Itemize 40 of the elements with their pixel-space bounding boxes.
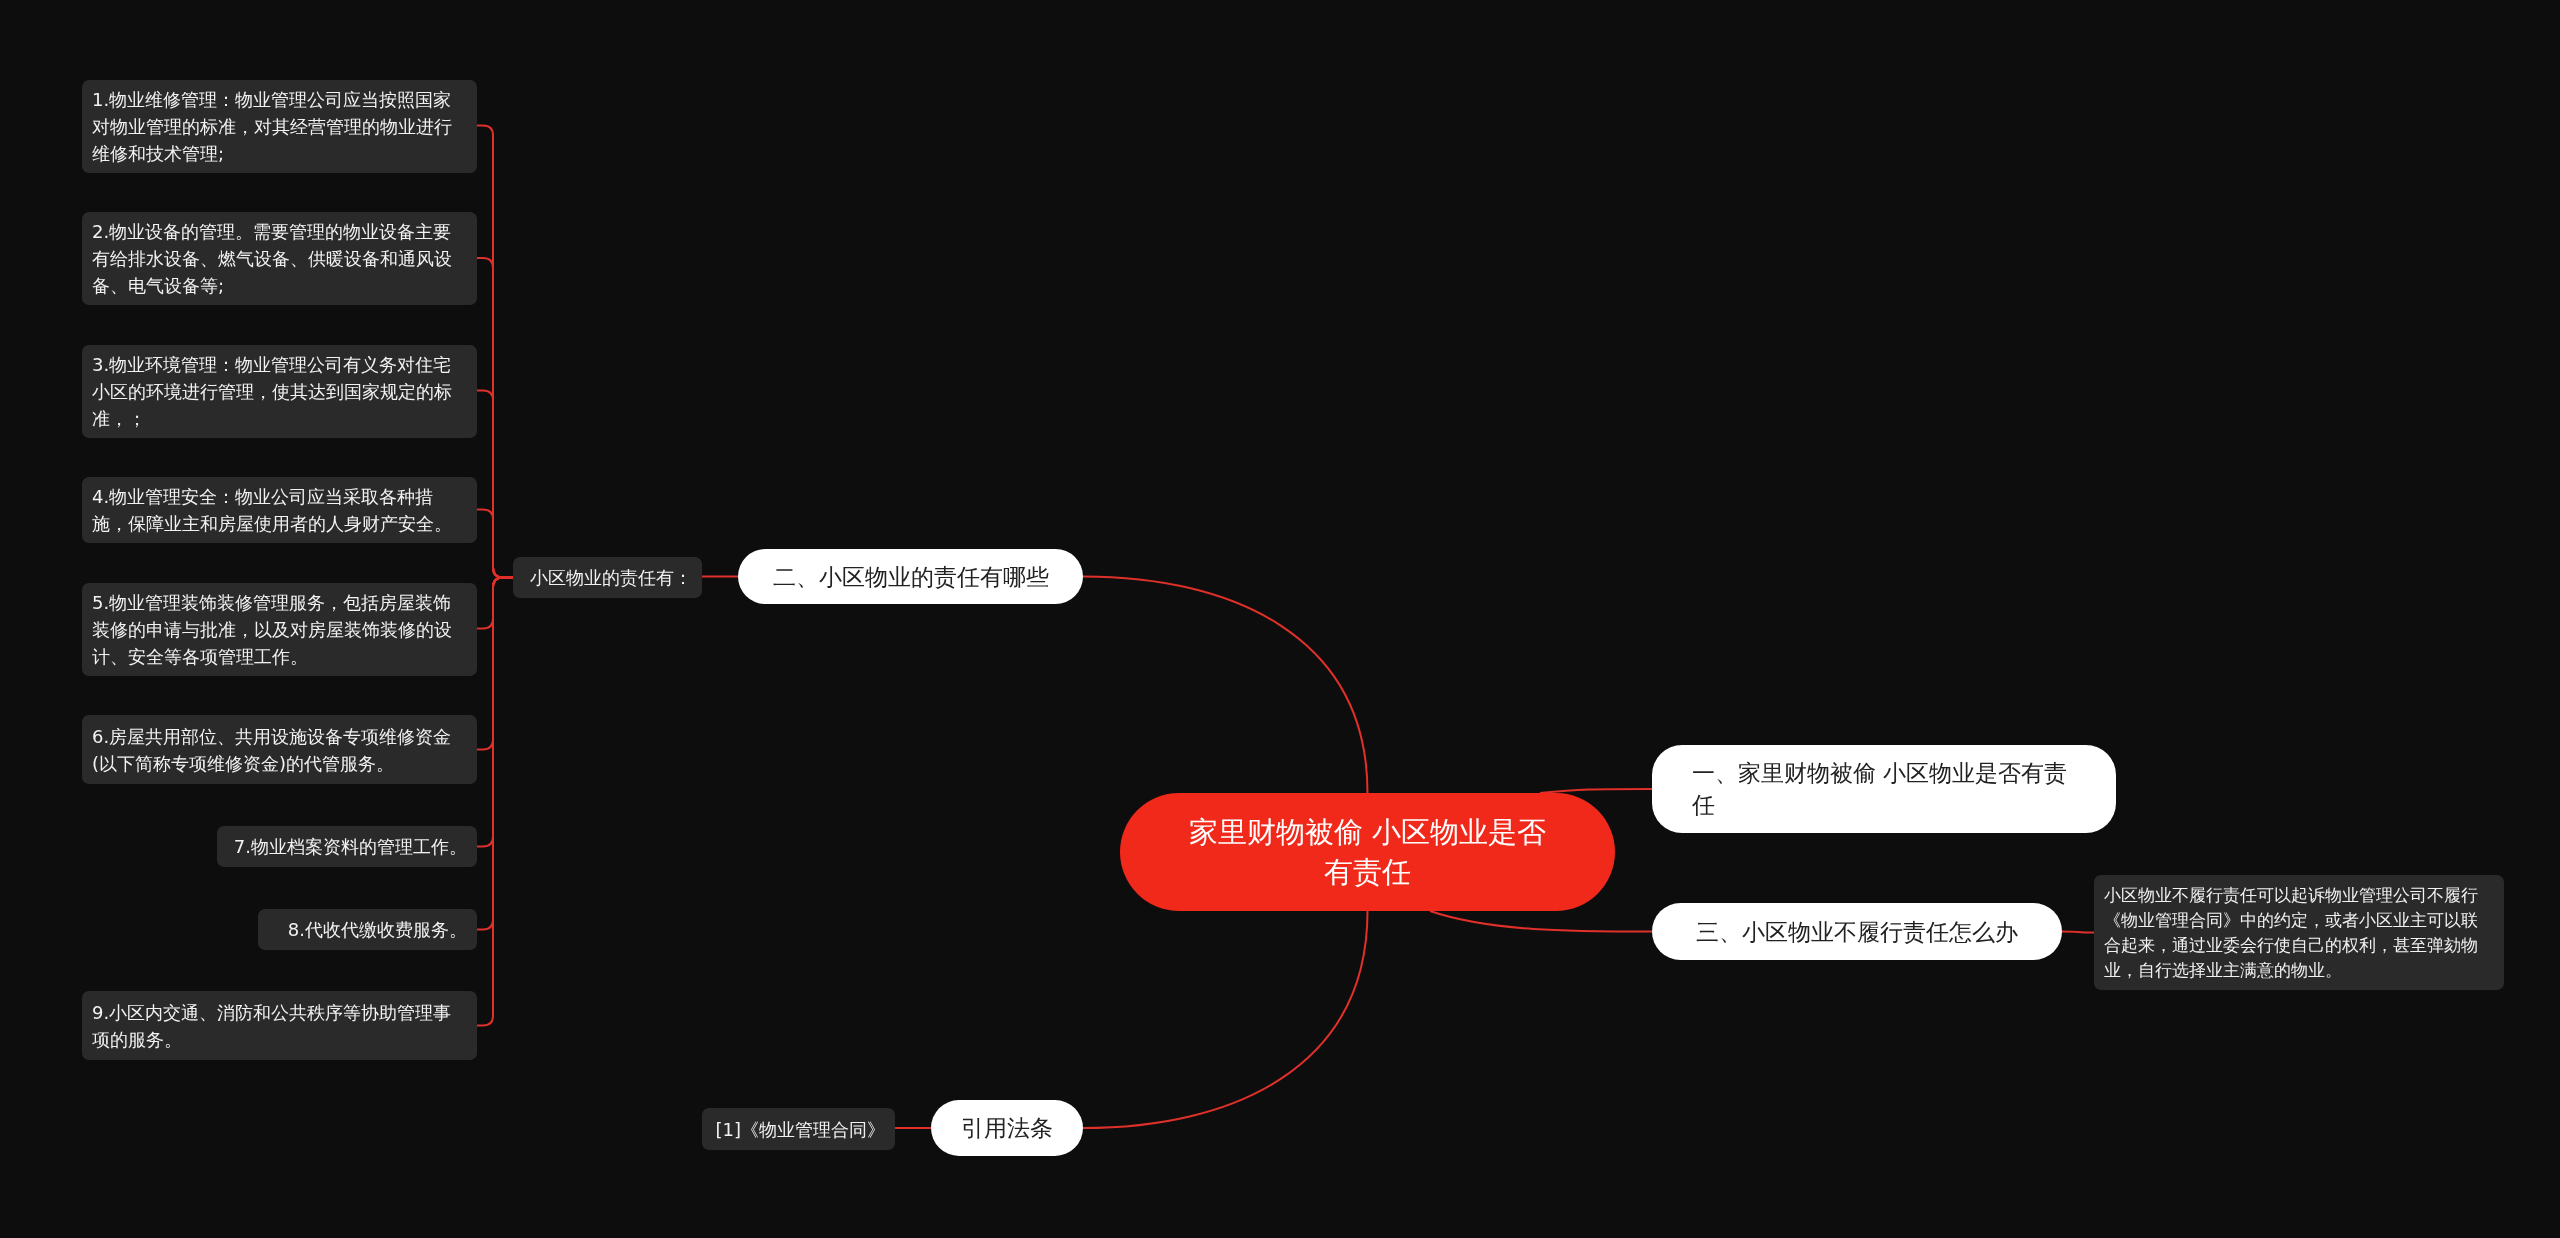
subtopic-card — [82, 715, 477, 784]
subtopic-card — [702, 1108, 895, 1150]
subtopic-card — [82, 991, 477, 1060]
subtopic-card — [82, 583, 477, 676]
connector-line — [1082, 575, 1369, 794]
node-text: 6.房屋共用部位、共用设施设备专项维修资金(以下简称专项维修资金)的代管服务。 — [92, 724, 453, 776]
node-text: 2.物业设备的管理。需要管理的物业设备主要有给排水设备、燃气设备、供暖设备和通风设备、电气设备等; — [92, 220, 453, 298]
subtopic-card — [217, 826, 477, 867]
connector-line — [701, 575, 739, 578]
branch-topic — [931, 1100, 1083, 1156]
node-text: 二、小区物业的责任有哪些 — [772, 562, 1049, 592]
subtopic-card — [82, 212, 477, 305]
node-text: 家里财物被偷 小区物业是否有责任 — [1187, 814, 1548, 891]
subtopic-card — [258, 909, 477, 950]
branch-topic — [1652, 903, 2062, 960]
node-text: 引用法条 — [961, 1114, 1053, 1143]
branch-topic — [738, 549, 1083, 604]
node-text: 1.物业维修管理：物业管理公司应当按照国家对物业管理的标准，对其经营管理的物业进行维修和技术管理; — [92, 88, 453, 166]
subtopic-card — [82, 345, 477, 438]
connector-line — [2061, 930, 2095, 934]
node-text: 一、家里财物被偷 小区物业是否有责任 — [1692, 759, 2069, 820]
node-text: 5.物业管理装饰装修管理服务，包括房屋装饰装修的申请与批准，以及对房屋装饰装修的设计、安全等各项管理工作。 — [92, 591, 453, 669]
connector-line — [894, 1127, 932, 1129]
node-text: 小区物业不履行责任可以起诉物业管理公司不履行《物业管理合同》中的约定，或者小区业主可以联合起来，通过业委会行使自己的权利，甚至弹劾物业，自行选择业主满意的物业。 — [2104, 883, 2479, 982]
node-text: 4.物业管理安全：物业公司应当采取各种措施，保障业主和房屋使用者的人身财产安全。 — [92, 485, 453, 536]
node-text: 3.物业环境管理：物业管理公司有义务对住宅小区的环境进行管理，使其达到国家规定的标准，； — [92, 353, 453, 431]
node-text: 7.物业档案资料的管理工作。 — [233, 835, 467, 859]
note-card — [2094, 875, 2504, 990]
node-text: 8.代收代缴收费服务。 — [287, 918, 467, 942]
node-text: [1]《物业管理合同》 — [715, 1117, 885, 1142]
node-text: 三、小区物业不履行责任怎么办 — [1696, 917, 2018, 947]
connector-line — [1429, 910, 1653, 933]
subtopic-card — [82, 80, 477, 173]
subtopic-card — [513, 557, 702, 598]
branch-topic — [1652, 745, 2116, 833]
subtopic-card — [82, 477, 477, 543]
node-text: 9.小区内交通、消防和公共秩序等协助管理事项的服务。 — [92, 1000, 453, 1052]
connector-line — [1082, 910, 1369, 1129]
node-text: 小区物业的责任有： — [530, 566, 692, 590]
connector-line — [1539, 788, 1653, 794]
